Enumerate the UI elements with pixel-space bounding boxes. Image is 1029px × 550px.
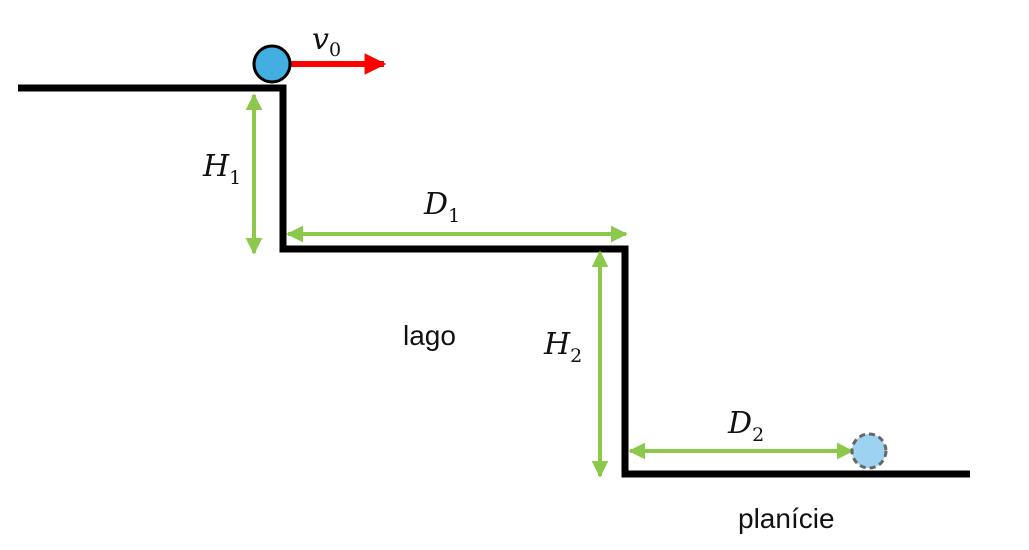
distance-2-label: D2: [727, 406, 764, 446]
ball-initial-icon: [252, 44, 292, 84]
velocity-label: v0: [312, 22, 341, 61]
height-2-label: H2: [543, 327, 582, 367]
distance-1-label: D1: [423, 187, 460, 227]
ball-final-icon: [850, 432, 888, 470]
height-1-label: H1: [202, 149, 241, 189]
terrain-profile: [18, 84, 970, 478]
lake-label: lago: [403, 320, 456, 351]
plain-label: planície: [738, 503, 835, 534]
